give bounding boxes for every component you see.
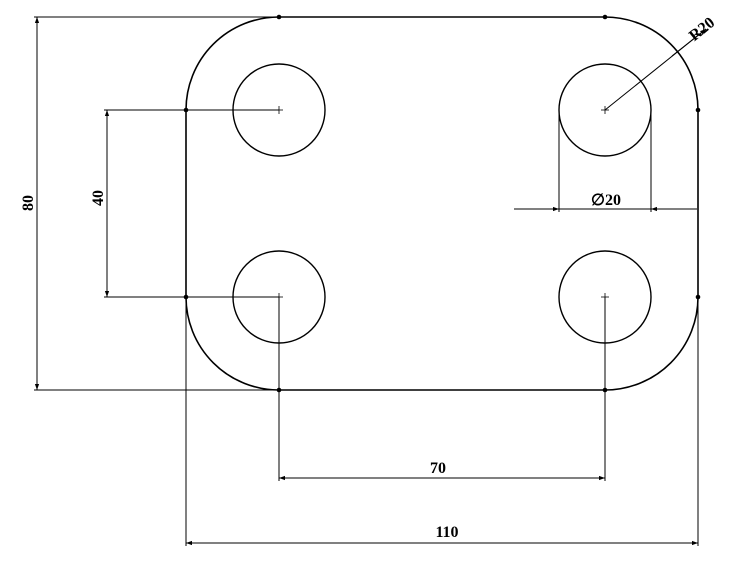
diameter-symbol: ∅: [591, 192, 605, 209]
plate-outline: [185, 16, 699, 391]
overall-height-label: 80: [20, 195, 37, 211]
tangent-points: [183, 14, 701, 393]
corner-radius-leader: [671, 28, 707, 57]
dimension-overall-height: [34, 16, 279, 391]
corner-radius-label: R20: [686, 14, 718, 45]
hole-horizontal-spacing-label: 70: [430, 460, 446, 477]
dimension-overall-width: [185, 297, 699, 546]
hole-vertical-spacing-label: 40: [90, 190, 107, 206]
overall-width-label: 110: [435, 524, 458, 541]
hole-diameter-label: ∅20: [591, 192, 621, 209]
dimension-hole-horizontal-spacing: [278, 297, 606, 481]
hole-diameter-value: 20: [605, 192, 621, 209]
dimension-hole-diameter: [514, 110, 697, 212]
dimension-hole-vertical-spacing: [104, 109, 279, 298]
